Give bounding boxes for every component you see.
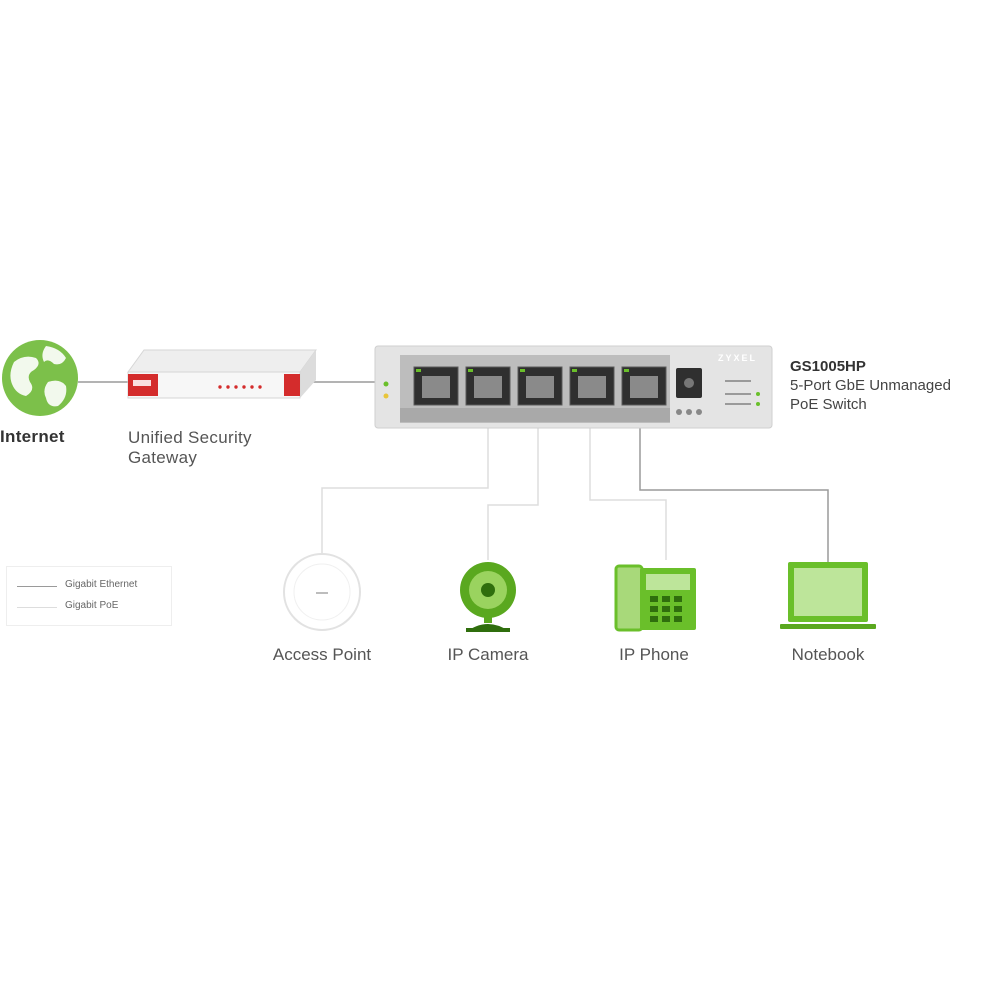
gateway-label: Unified Security Gateway [128,428,252,468]
gateway-label-line1: Unified Security [128,428,252,447]
poe-switch-icon [374,345,773,429]
ip-camera-icon [460,562,516,632]
gateway-label-line2: Gateway [128,448,198,467]
legend-label-poe: Gigabit PoE [65,600,119,611]
device-label-ip-phone: IP Phone [619,645,689,664]
device-label-access-point: Access Point [272,645,372,664]
poe-link-access-point [321,428,489,555]
switch-description-line1: 5-Port GbE Unmanaged [790,377,951,394]
legend-swatch-poe [17,607,57,608]
legend-label-ethernet: Gigabit Ethernet [65,579,138,590]
switch-brand-logo: ZYXEL [718,353,758,363]
switch-description-line2: PoE Switch [790,396,867,413]
legend: Gigabit Ethernet Gigabit PoE [6,566,172,626]
security-gateway-icon [127,349,317,399]
switch-model: GS1005HP [790,358,866,375]
connection-lines [78,381,829,562]
notebook-icon [780,562,876,629]
internet-label: Internet [0,427,65,446]
device-label-ip-camera: IP Camera [447,645,529,664]
ip-phone-icon [614,564,696,632]
globe-icon [2,340,78,416]
legend-swatch-ethernet [17,586,57,587]
ethernet-link-notebook [639,428,829,562]
poe-link-ip-phone [589,428,667,560]
switch-title: GS1005HP 5-Port GbE Unmanaged PoE Switch [790,357,951,414]
device-label-notebook: Notebook [791,645,865,664]
poe-link-ip-camera [487,428,539,560]
access-point-icon [283,553,361,631]
